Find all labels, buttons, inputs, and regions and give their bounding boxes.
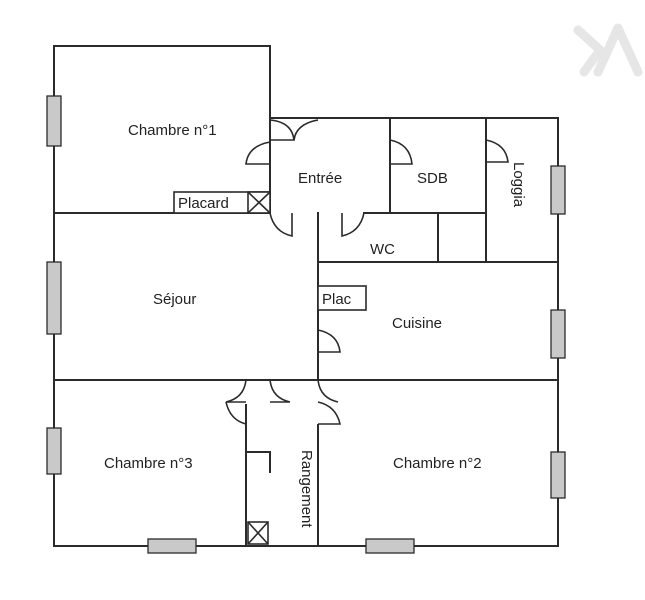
agency-logo-icon <box>573 23 643 77</box>
room-label-sejour: Séjour <box>153 291 196 308</box>
cross-box-icon <box>247 191 271 214</box>
room-label-rangement: Rangement <box>298 450 315 528</box>
doors <box>225 119 509 425</box>
room-label-chambre3: Chambre n°3 <box>104 455 193 472</box>
room-label-chambre2: Chambre n°2 <box>393 455 482 472</box>
plac-box <box>317 285 367 311</box>
room-label-entree: Entrée <box>298 170 342 187</box>
room-label-placard: Placard <box>178 195 229 212</box>
windows <box>46 95 566 554</box>
room-label-wc: WC <box>370 241 395 258</box>
cross-box-icon <box>247 521 269 545</box>
room-label-cuisine: Cuisine <box>392 315 442 332</box>
room-label-plac: Plac <box>322 291 352 308</box>
room-label-sdb: SDB <box>417 170 448 187</box>
room-label-loggia: Loggia <box>510 162 527 208</box>
room-label-chambre1: Chambre n°1 <box>128 122 217 139</box>
